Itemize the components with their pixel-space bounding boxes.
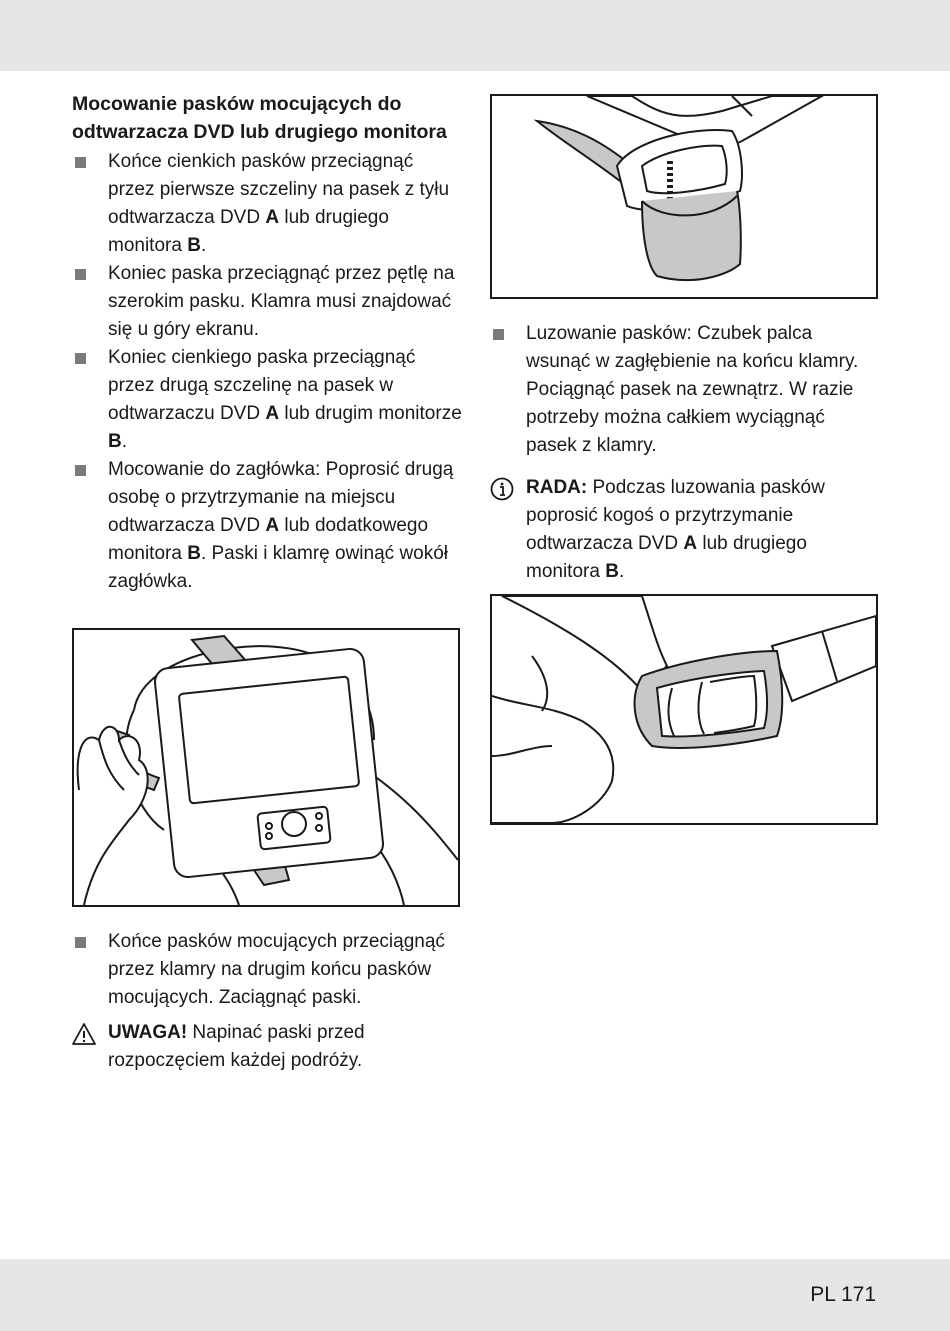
square-bullet-icon — [75, 353, 86, 364]
warning-note: UWAGA! Napinać paski przed rozpoczęciem … — [72, 1019, 462, 1075]
footer-band — [0, 1259, 950, 1331]
step-item: Mocowanie do zagłówka: Poprosić drugą os… — [72, 456, 462, 596]
square-bullet-icon — [75, 465, 86, 476]
tip-note: RADA: Podczas luzowania pasków poprosić … — [490, 474, 880, 586]
square-bullet-icon — [75, 269, 86, 280]
figure-buckle-top — [490, 94, 878, 299]
square-bullet-icon — [75, 937, 86, 948]
right-column: Luzowanie pasków: Czubek palca wsunąć w … — [490, 320, 880, 586]
section-title: Mocowanie pasków mocujących do odtwarzac… — [72, 93, 447, 143]
figure-dvd-on-headrest — [72, 628, 460, 907]
step-item: Koniec paska przeciągnąć przez pętlę na … — [72, 260, 462, 344]
step-item: Końce cienkich pasków przeciągnąć przez … — [72, 148, 462, 260]
step-item: Luzowanie pasków: Czubek palca wsunąć w … — [490, 320, 880, 460]
info-circle-icon — [490, 477, 514, 501]
left-column: Mocowanie pasków mocujących do odtwarzac… — [72, 90, 462, 596]
square-bullet-icon — [75, 157, 86, 168]
header-band — [0, 0, 950, 71]
step-item: Końce pasków mocujących przeciągnąć prze… — [72, 928, 462, 1012]
step-item: Koniec cienkiego paska przeciągnąć przez… — [72, 344, 462, 456]
figure-buckle-loosening — [490, 594, 878, 825]
warning-triangle-icon — [72, 1023, 96, 1045]
page-number: PL 171 — [810, 1283, 876, 1306]
left-column-bottom: Końce pasków mocujących przeciągnąć prze… — [72, 928, 462, 1075]
square-bullet-icon — [493, 329, 504, 340]
